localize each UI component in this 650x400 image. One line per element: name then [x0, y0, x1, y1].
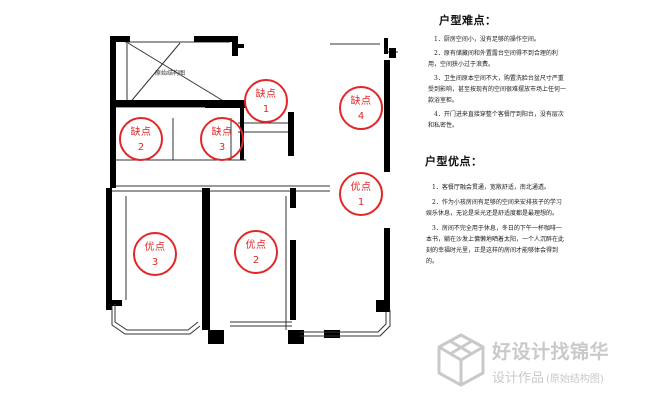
room-label: 原始结构图 — [155, 70, 186, 77]
marker-number: 2 — [137, 142, 145, 153]
marker-title: 缺点 — [255, 89, 277, 100]
marker-number: 3 — [151, 257, 159, 268]
brand-tagline: 设计作品(原始结构图) — [492, 367, 604, 386]
marker-disadvantage-3: 缺点 3 — [200, 117, 244, 161]
advantages-heading: 户型优点： — [425, 155, 483, 168]
marker-title: 优点 — [245, 240, 267, 251]
notes-panel: 户型难点： 1．厨房空间小，没有足够的操作空间。 2．原有储藏间和外置露台空间得… — [412, 8, 642, 308]
plan-bay-windows — [111, 304, 391, 337]
marker-number: 2 — [252, 255, 260, 266]
marker-number: 4 — [357, 111, 365, 122]
marker-number: 1 — [262, 104, 270, 115]
disadvantage-item: 3．卫生间原本空间不大，购置洗脸台盆尺寸严重受到影响，甚至按现有的空间很难摆放市… — [428, 75, 567, 104]
marker-disadvantage-1: 缺点 1 — [244, 79, 288, 123]
marker-title: 优点 — [144, 242, 166, 253]
advantages-list: 1．客餐厅融会贯通，宽敞舒适，南北通透。 2．作为小孩房间有足够的空间来安排孩子… — [426, 182, 564, 271]
disadvantages-heading: 户型难点： — [439, 14, 497, 27]
advantage-item: 1．客餐厅融会贯通，宽敞舒适，南北通透。 — [432, 184, 550, 191]
marker-title: 缺点 — [130, 127, 152, 138]
brand-tagline-sub: (原始结构图) — [546, 374, 604, 385]
marker-advantage-2: 优点 2 — [234, 230, 278, 274]
marker-number: 1 — [357, 197, 365, 208]
disadvantage-item: 1．厨房空间小，没有足够的操作空间。 — [434, 36, 540, 43]
marker-disadvantage-4: 缺点 4 — [339, 86, 383, 130]
brand-tagline-main: 设计作品 — [492, 371, 545, 386]
advantage-item: 2．作为小孩房间有足够的空间来安排孩子的学习娱乐休息，无论是采光还是舒适度都是最… — [426, 199, 562, 217]
marker-advantage-3: 优点 3 — [133, 232, 177, 276]
marker-title: 缺点 — [350, 96, 372, 107]
marker-disadvantage-2: 缺点 2 — [119, 117, 163, 161]
marker-title: 优点 — [350, 182, 372, 193]
marker-advantage-1: 优点 1 — [339, 172, 383, 216]
disadvantage-item: 4．开门进来直接穿整个客餐厅到阳台，没有层次和私密性。 — [428, 111, 564, 129]
hexagon-cube-icon — [437, 333, 485, 387]
brand-name: 好设计找锦华 — [492, 341, 610, 363]
marker-title: 缺点 — [211, 127, 233, 138]
disadvantage-item: 2．原有储藏间和外置露台空间得不到合理的利用，空间狭小过于浪费。 — [428, 50, 558, 68]
marker-number: 3 — [218, 142, 226, 153]
brand-watermark: 好设计找锦华 设计作品(原始结构图) — [435, 330, 645, 390]
advantage-item: 3．房间不完全用于休息，冬日的下午一杯咖啡一本书，躺在沙发上慵懒地晒着太阳，一个… — [426, 225, 565, 265]
disadvantages-list: 1．厨房空间小，没有足够的操作空间。 2．原有储藏间和外置露台空间得不到合理的利… — [428, 34, 566, 134]
